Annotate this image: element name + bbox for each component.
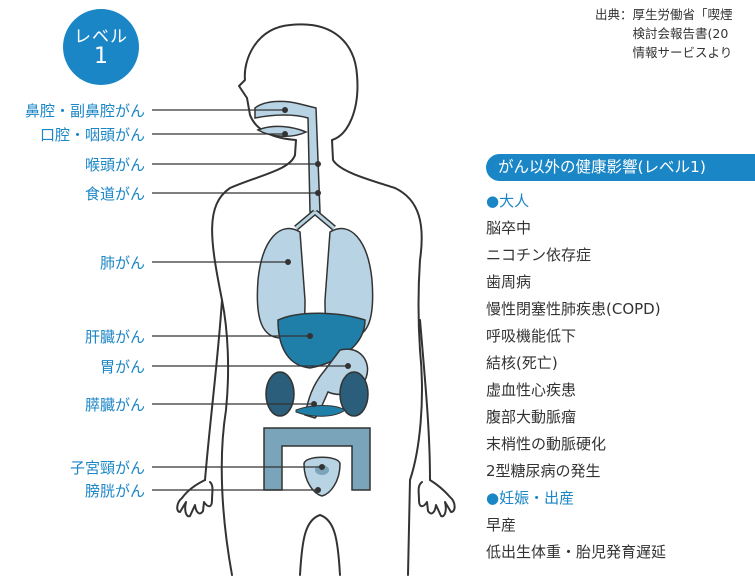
list-item: 早産	[486, 516, 517, 534]
list-item: 脳卒中	[486, 219, 532, 237]
level-badge-label: レベル	[74, 27, 128, 47]
label-lung-cancer: 肺がん	[99, 254, 145, 272]
left-kidney	[265, 371, 295, 417]
label-pancreas-cancer: 膵臓がん	[84, 396, 145, 414]
list-item: 結核(死亡)	[486, 354, 558, 372]
label-bladder-cancer: 膀胱がん	[84, 482, 145, 500]
leader-lines	[152, 109, 348, 491]
label-esophagus-cancer: 食道がん	[84, 185, 145, 203]
source-citation: 出典：厚生労働省「喫煙 検討会報告書(20 情報サービスより	[595, 7, 733, 60]
pancreas	[295, 405, 346, 417]
list-item: 虚血性心疾患	[486, 381, 577, 399]
label-larynx-cancer: 喉頭がん	[84, 156, 145, 174]
other-effects-list: ●大人 脳卒中 ニコチン依存症 歯周病 慢性閉塞性肺疾患(COPD) 呼吸機能低…	[486, 188, 666, 566]
level-badge-number: 1	[94, 44, 108, 69]
list-item: 慢性閉塞性肺疾患(COPD)	[486, 300, 661, 318]
list-item: 低出生体重・胎児発育遅延	[486, 543, 667, 561]
label-oral-cancer: 口腔・咽頭がん	[39, 126, 145, 144]
body-outline	[176, 23, 456, 576]
list-item: 末梢性の動脈硬化	[486, 435, 607, 453]
label-liver-cancer: 肝臓がん	[84, 328, 145, 346]
label-nasal-cancer: 鼻腔・副鼻腔がん	[24, 102, 145, 120]
level-badge: レベル 1	[63, 9, 139, 85]
pregnancy-heading: ●妊娠・出産	[486, 489, 575, 507]
list-item: 2型糖尿病の発生	[486, 462, 601, 480]
label-stomach-cancer: 胃がん	[99, 358, 145, 376]
adult-heading: ●大人	[486, 192, 530, 210]
other-effects-title: がん以外の健康影響(レベル1)	[486, 154, 755, 181]
list-item: 歯周病	[486, 273, 532, 291]
right-kidney	[339, 371, 369, 417]
airway	[254, 100, 336, 231]
list-item: ニコチン依存症	[486, 246, 592, 264]
list-item: 腹部大動脈瘤	[486, 408, 577, 426]
leader-dots	[282, 107, 351, 493]
stomach	[304, 348, 369, 419]
list-item: 呼吸機能低下	[486, 327, 577, 345]
label-cervical-cancer: 子宮頸がん	[69, 459, 145, 477]
